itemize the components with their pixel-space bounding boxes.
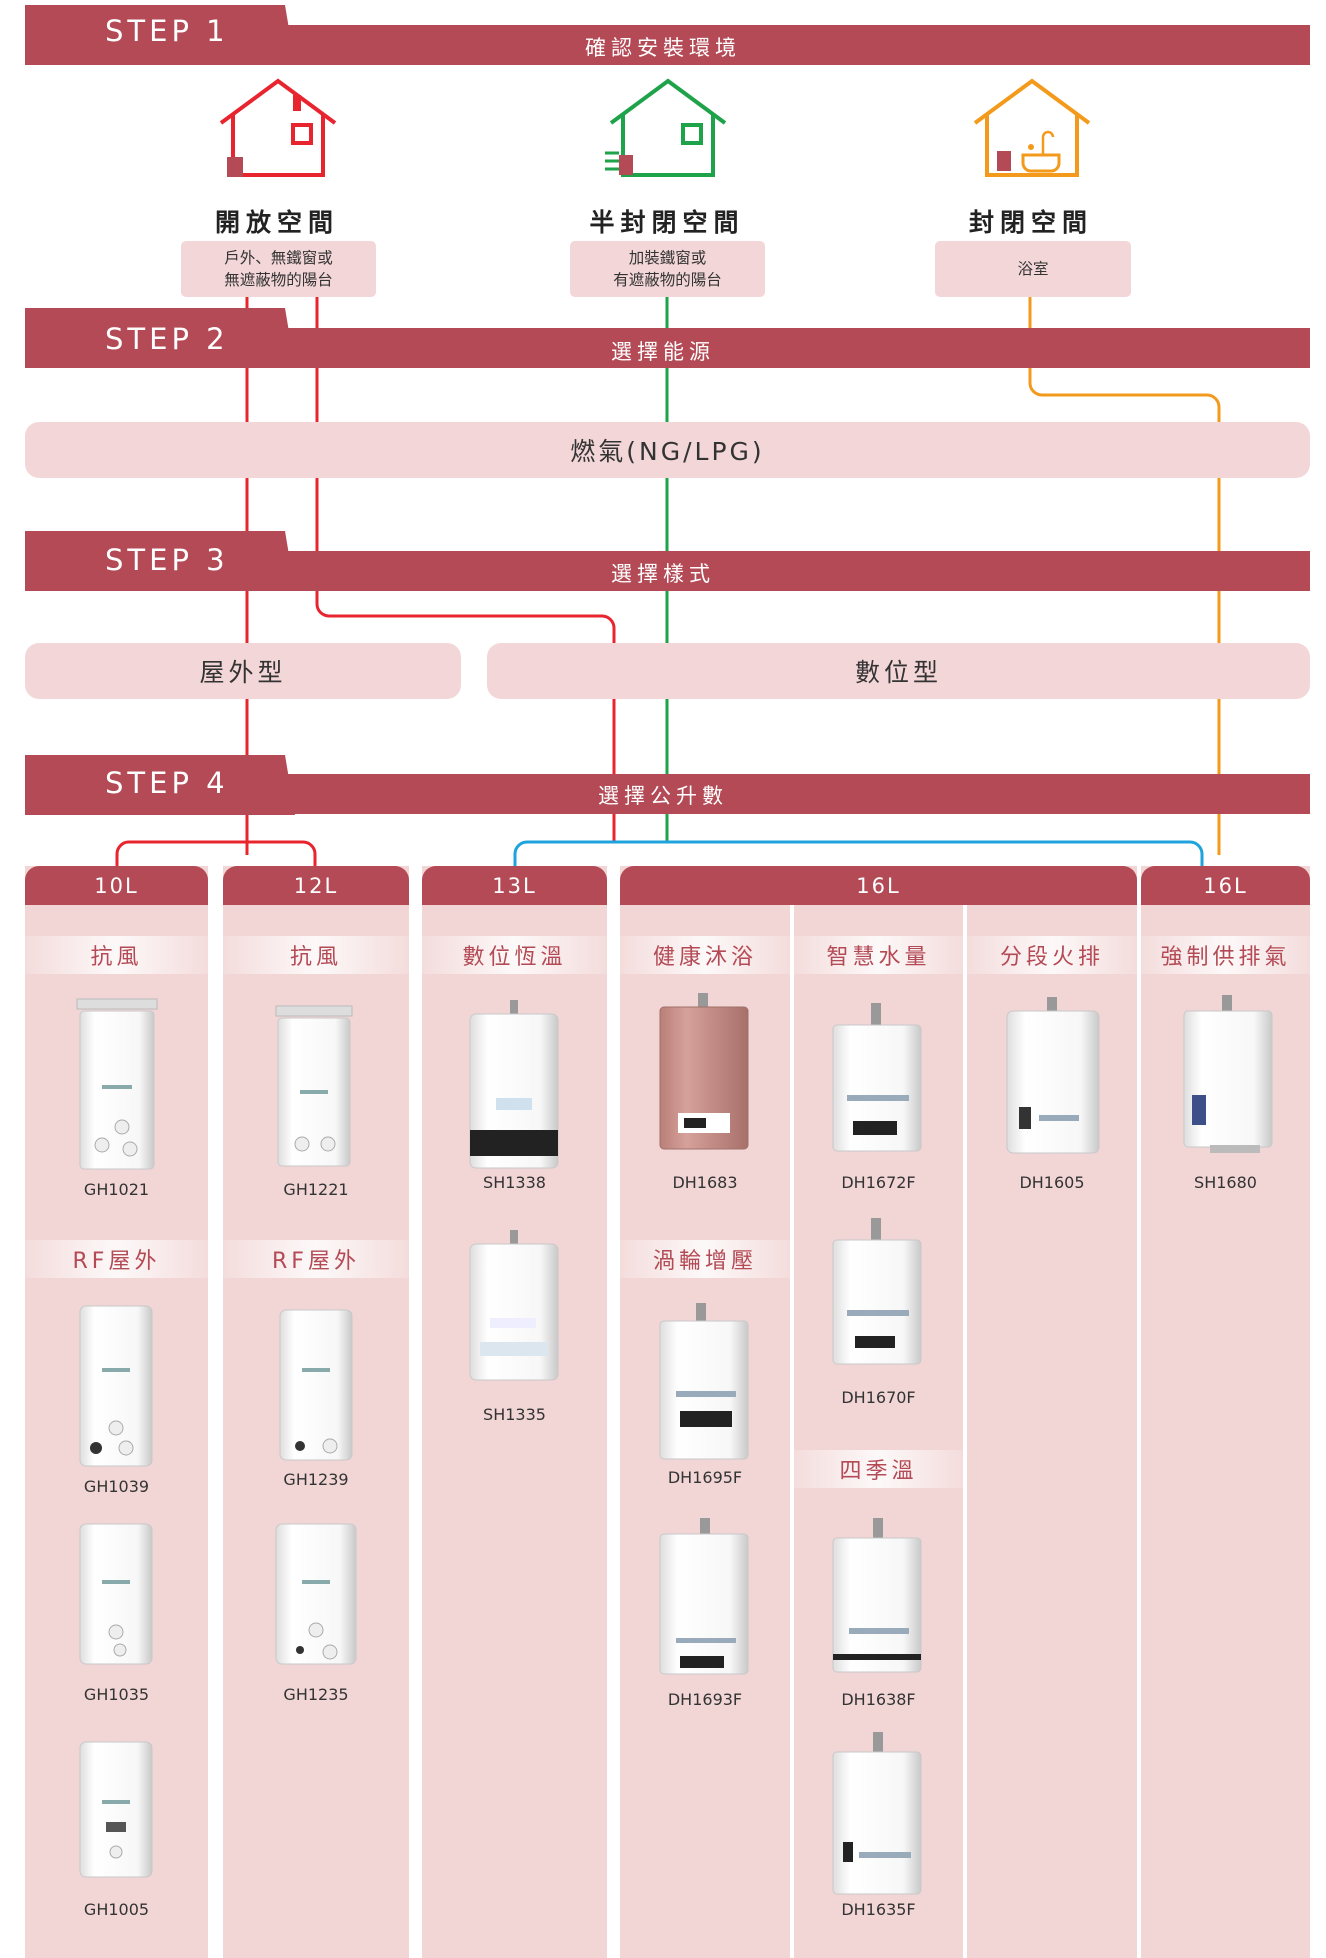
heater-image[interactable]	[76, 1738, 156, 1883]
flow-line-orange	[1028, 295, 1221, 855]
model-dh1695f[interactable]: DH1695F	[667, 1468, 743, 1487]
style-digital-pill[interactable]: 數位型	[487, 643, 1310, 699]
step-3-title: 選擇樣式	[611, 562, 715, 586]
category-segmented-flame: 分段火排	[967, 936, 1137, 974]
heater-image[interactable]	[76, 1520, 156, 1670]
step-2-label: STEP 2	[105, 322, 229, 356]
column-header-16l: 16L	[1141, 866, 1310, 905]
category-wind-resistant: 抗風	[25, 936, 208, 974]
env-open-name: 開放空間	[214, 208, 339, 237]
step-1-title: 確認安裝環境	[585, 36, 741, 60]
model-dh1635f[interactable]: DH1635F	[841, 1900, 916, 1919]
category-turbo-boost: 渦輪增壓	[620, 1240, 790, 1278]
column-divider	[790, 905, 794, 1958]
heater-image[interactable]	[276, 1306, 356, 1466]
heater-image[interactable]	[656, 1518, 752, 1678]
heater-image[interactable]	[829, 1732, 925, 1897]
heater-image[interactable]	[466, 1000, 562, 1172]
model-gh1235[interactable]: GH1235	[283, 1685, 349, 1704]
step-4-label: STEP 4	[105, 766, 229, 800]
step-2-title: 選擇能源	[611, 340, 715, 364]
house-closed-icon	[973, 78, 1091, 177]
category-four-seasons: 四季溫	[794, 1450, 963, 1488]
style-outdoor-pill[interactable]: 屋外型	[25, 643, 461, 699]
model-sh1335[interactable]: SH1335	[483, 1405, 546, 1424]
category-rf-outdoor: RF屋外	[25, 1240, 208, 1278]
heater-image[interactable]	[656, 993, 752, 1153]
step-1-bar	[25, 25, 1310, 65]
category-healthy-bath: 健康沐浴	[620, 936, 790, 974]
step-4-bar	[25, 774, 1310, 814]
env-closed-name: 封閉空間	[968, 208, 1093, 237]
heater-image[interactable]	[72, 997, 162, 1172]
category-digital-constant-temp: 數位恆溫	[422, 936, 607, 974]
category-rf-outdoor: RF屋外	[223, 1240, 409, 1278]
model-gh1039[interactable]: GH1039	[83, 1477, 150, 1496]
house-semi-icon	[605, 78, 727, 177]
env-open-desc: 戶外、無鐵窗或 無遮蔽物的陽台	[181, 241, 376, 297]
heater-image[interactable]	[829, 1003, 925, 1153]
category-wind-resistant: 抗風	[223, 936, 409, 974]
model-gh1221[interactable]: GH1221	[283, 1180, 349, 1199]
model-gh1239[interactable]: GH1239	[283, 1470, 349, 1489]
model-dh1693f[interactable]: DH1693F	[667, 1690, 743, 1709]
env-semi-name: 半封閉空間	[589, 208, 745, 237]
model-gh1021[interactable]: GH1021	[83, 1180, 150, 1199]
energy-pill[interactable]: 燃氣(NG/LPG)	[25, 422, 1310, 478]
step-2-bar	[25, 328, 1310, 368]
heater-image[interactable]	[656, 1303, 752, 1463]
model-gh1035[interactable]: GH1035	[83, 1685, 150, 1704]
model-gh1005[interactable]: GH1005	[83, 1900, 150, 1919]
step-4-title: 選擇公升數	[598, 784, 728, 808]
model-dh1672f[interactable]: DH1672F	[841, 1173, 916, 1192]
step-1-label: STEP 1	[105, 14, 229, 48]
model-dh1683[interactable]: DH1683	[672, 1173, 738, 1192]
category-smart-water: 智慧水量	[794, 936, 963, 974]
heater-image[interactable]	[466, 1230, 562, 1385]
heater-image[interactable]	[1180, 995, 1276, 1155]
flow-line-red-digital	[315, 295, 616, 842]
step-3-bar	[25, 551, 1310, 591]
heater-image[interactable]	[76, 1302, 156, 1472]
heater-image[interactable]	[829, 1518, 925, 1678]
column-header-12l: 12L	[223, 866, 409, 905]
model-dh1605[interactable]: DH1605	[1019, 1173, 1085, 1192]
model-dh1638f[interactable]: DH1638F	[841, 1690, 916, 1709]
step-3-label: STEP 3	[105, 543, 229, 577]
env-closed-desc: 浴室	[935, 241, 1131, 297]
heater-image[interactable]	[272, 1004, 357, 1169]
model-sh1680[interactable]: SH1680	[1194, 1173, 1257, 1192]
model-dh1670f[interactable]: DH1670F	[841, 1388, 916, 1407]
heater-image[interactable]	[1003, 997, 1103, 1157]
category-forced-exhaust: 強制供排氣	[1141, 936, 1310, 974]
model-sh1338[interactable]: SH1338	[483, 1173, 546, 1192]
column-header-10l: 10L	[25, 866, 208, 905]
column-header-13l: 13L	[422, 866, 607, 905]
heater-image[interactable]	[272, 1520, 362, 1670]
column-header-16l: 16L	[620, 866, 1137, 905]
flow-line-red-to-10-12	[115, 840, 317, 866]
env-semi-desc: 加裝鐵窗或 有遮蔽物的陽台	[570, 241, 765, 297]
flow-line-blue	[513, 840, 1204, 866]
heater-image[interactable]	[829, 1218, 925, 1368]
column-divider	[963, 905, 967, 1958]
house-open-icon	[219, 78, 337, 177]
